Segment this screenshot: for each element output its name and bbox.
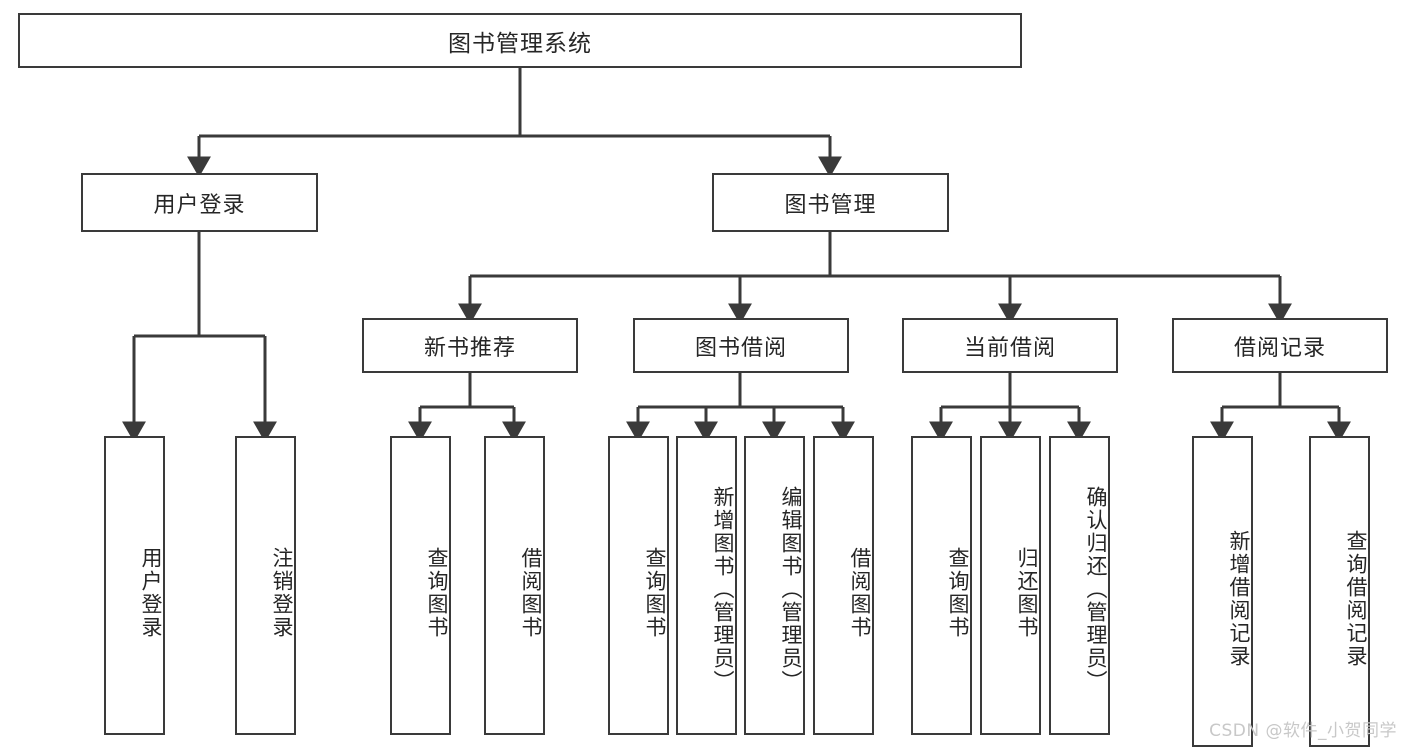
leaf-query-book-current[interactable]: 查询图书 xyxy=(911,436,972,735)
leaf-confirm-return-admin[interactable]: 确认归还（管理员） xyxy=(1049,436,1110,735)
csdn-watermark: CSDN @软件_小贺同学 xyxy=(1209,721,1397,741)
leaf-query-borrow-record[interactable]: 查询借阅记录 xyxy=(1309,436,1370,747)
node-root-book-management-system[interactable]: 图书管理系统 xyxy=(18,13,1022,68)
node-new-book-recommend[interactable]: 新书推荐 xyxy=(362,318,578,373)
leaf-borrow-book-recommend[interactable]: 借阅图书 xyxy=(484,436,545,735)
leaf-query-book-borrow[interactable]: 查询图书 xyxy=(608,436,669,735)
leaf-edit-book-admin[interactable]: 编辑图书（管理员） xyxy=(744,436,805,735)
node-current-borrow[interactable]: 当前借阅 xyxy=(902,318,1118,373)
leaf-return-book[interactable]: 归还图书 xyxy=(980,436,1041,735)
leaf-borrow-book[interactable]: 借阅图书 xyxy=(813,436,874,735)
leaf-user-login[interactable]: 用户登录 xyxy=(104,436,165,735)
leaf-add-borrow-record[interactable]: 新增借阅记录 xyxy=(1192,436,1253,747)
leaf-query-book-recommend[interactable]: 查询图书 xyxy=(390,436,451,735)
leaf-add-book-admin[interactable]: 新增图书（管理员） xyxy=(676,436,737,735)
node-user-login[interactable]: 用户登录 xyxy=(81,173,318,232)
node-book-borrow[interactable]: 图书借阅 xyxy=(633,318,849,373)
node-borrow-record[interactable]: 借阅记录 xyxy=(1172,318,1388,373)
leaf-user-logout[interactable]: 注销登录 xyxy=(235,436,296,735)
node-book-management[interactable]: 图书管理 xyxy=(712,173,949,232)
